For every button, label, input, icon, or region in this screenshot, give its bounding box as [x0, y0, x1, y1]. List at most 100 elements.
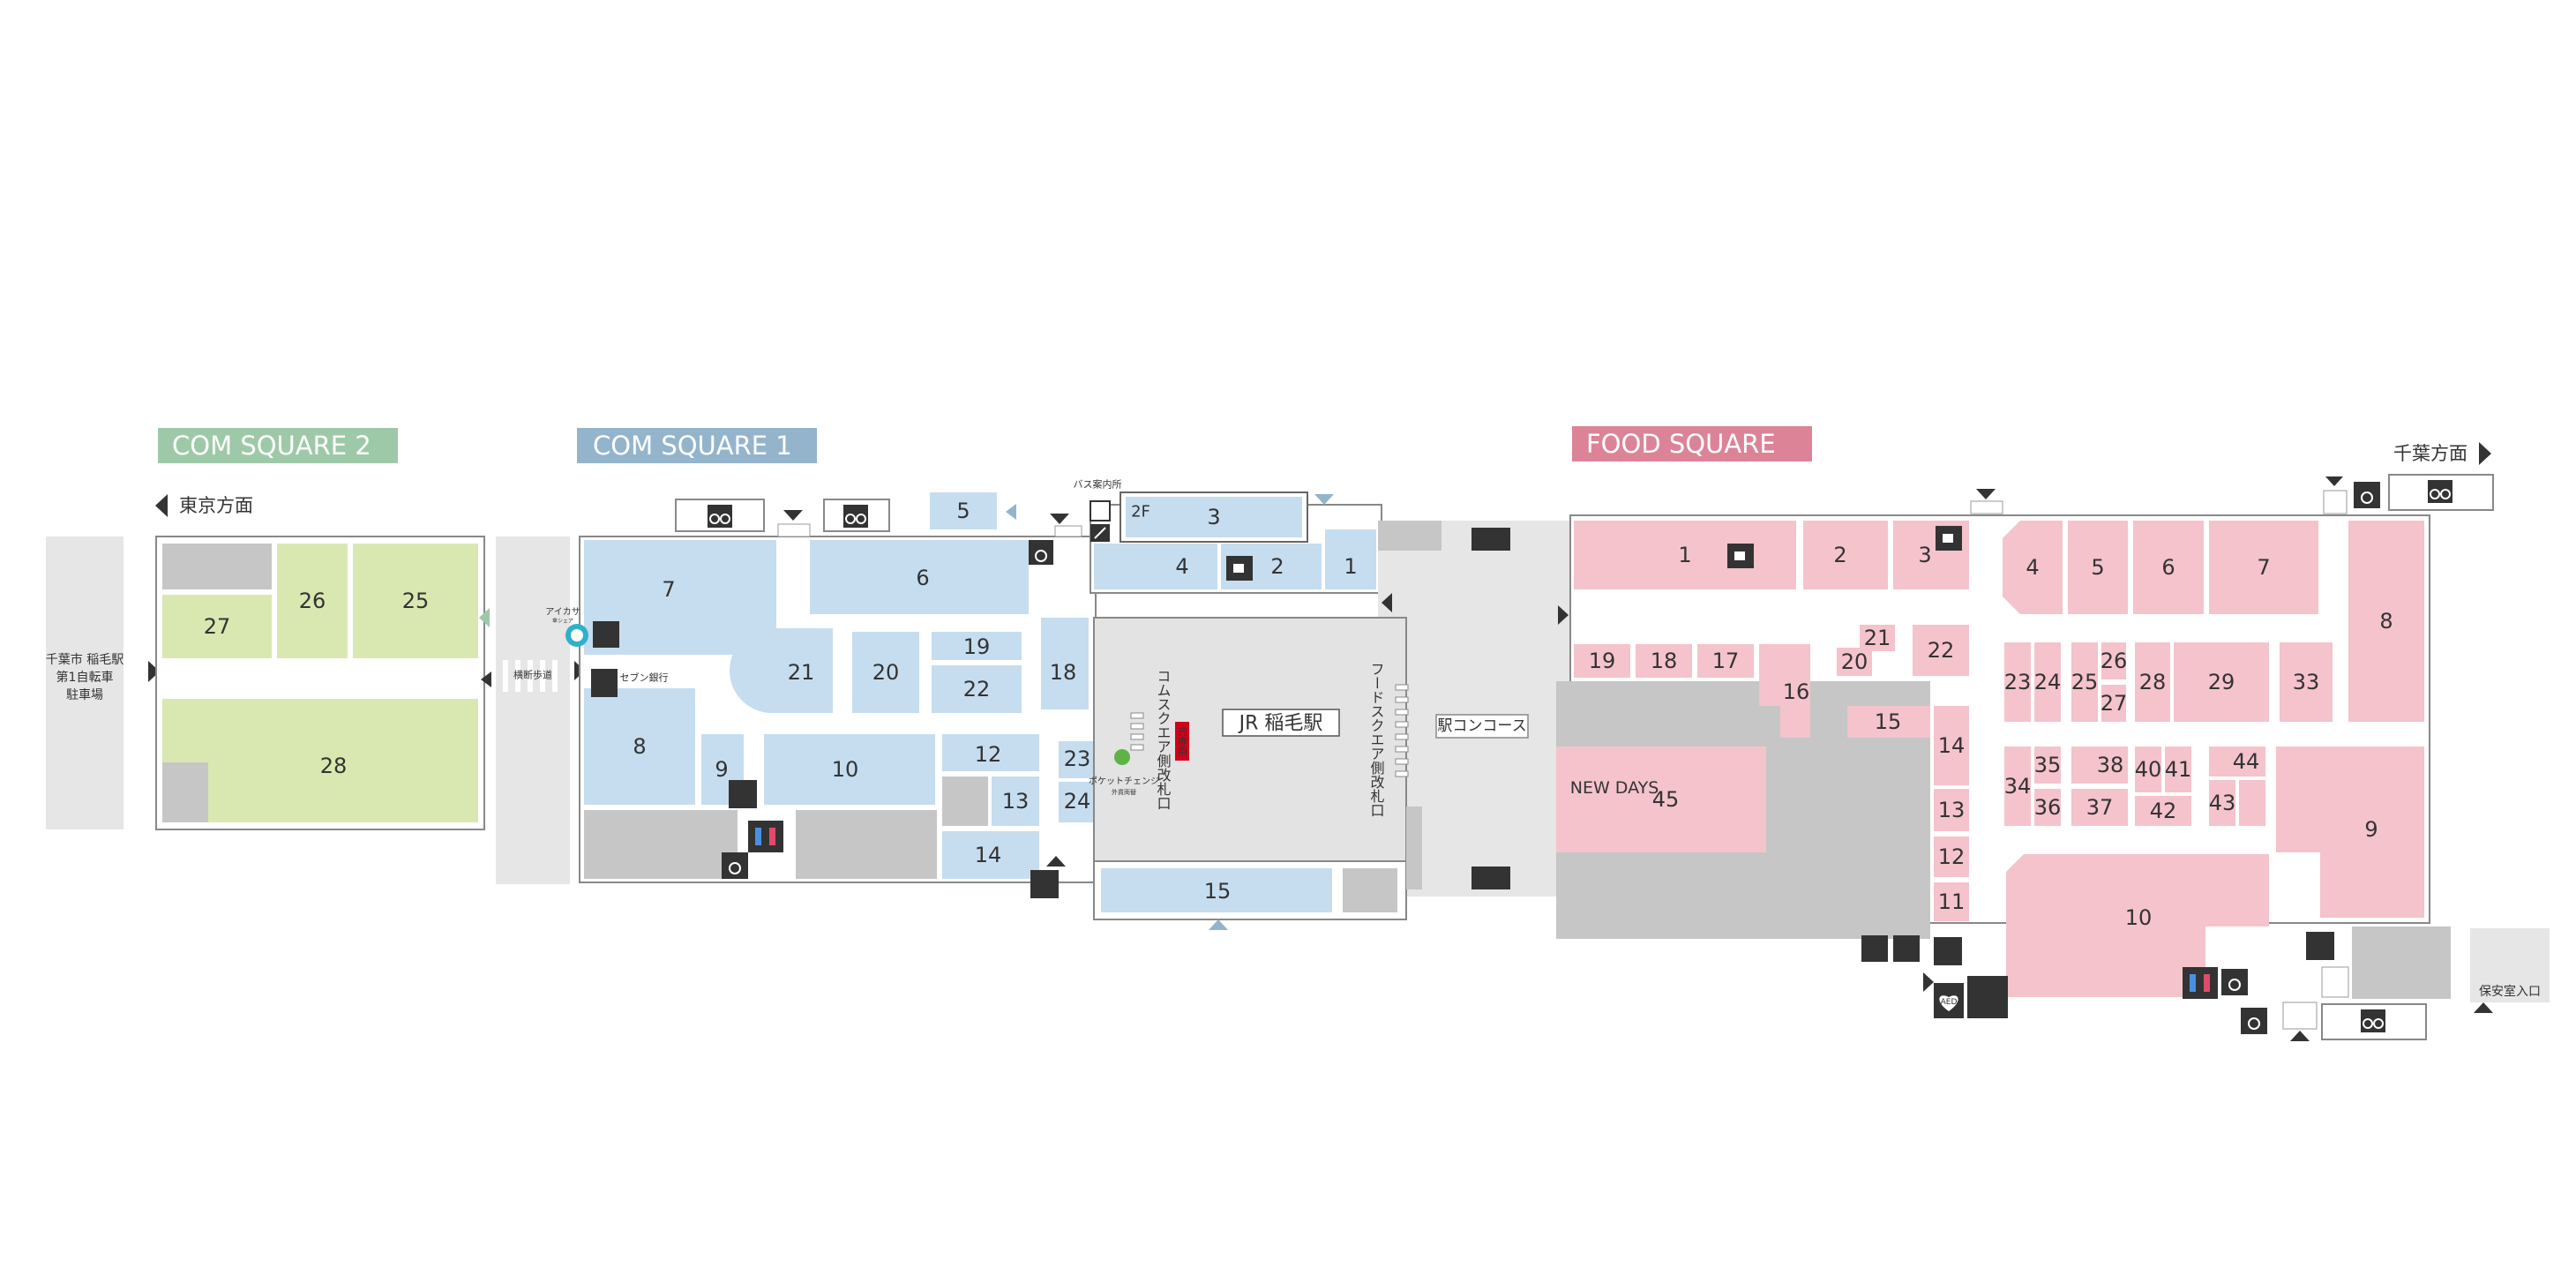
com1-shop-10[interactable]: [764, 734, 935, 805]
com1-shop-12[interactable]: [942, 734, 1039, 771]
food-shop-41[interactable]: [2165, 747, 2191, 792]
food-shop-7[interactable]: [2209, 521, 2318, 614]
food-gate: [1395, 684, 1409, 777]
food-shop-1[interactable]: [1574, 521, 1796, 589]
arrow-icon: [148, 661, 160, 682]
food-shop-15[interactable]: [1847, 706, 1930, 738]
shop-number: 37: [2086, 795, 2114, 820]
direction-tokyo-label: 東京方面: [179, 495, 253, 516]
sha-badge: [1030, 870, 1059, 898]
food-shop-33[interactable]: [2280, 642, 2333, 722]
food-shop-16[interactable]: [1759, 644, 1810, 738]
com-square-2-title-bg: [158, 428, 398, 463]
shop-number: 14: [1938, 733, 1966, 758]
food-shop-23[interactable]: [2004, 642, 2031, 722]
ic-only-badge: [1175, 722, 1189, 761]
food-shop-24[interactable]: [2034, 642, 2061, 722]
escalator-block: [2352, 927, 2451, 999]
direction-chiba-label: 千葉方面: [2393, 443, 2467, 464]
food-shop-9[interactable]: [2276, 747, 2424, 918]
shop-number: 21: [788, 660, 815, 685]
arrow-icon: [481, 672, 491, 687]
com1-shop-8[interactable]: [584, 688, 695, 805]
info-icon[interactable]: [1967, 976, 2008, 1018]
stairs-icon: [2321, 966, 2349, 998]
food-shop-19[interactable]: [1574, 644, 1630, 678]
crosswalk-stripe: [503, 660, 508, 692]
food-shop-28[interactable]: [2135, 642, 2170, 722]
food-shop-8[interactable]: [2348, 521, 2424, 722]
escalator-icon-line: [1094, 527, 1106, 539]
com1-shop-18[interactable]: [1041, 618, 1089, 709]
direction-tokyo: 東京方面: [155, 494, 253, 517]
food-shop-44[interactable]: [2209, 747, 2265, 777]
com1-shop-5[interactable]: [930, 492, 997, 529]
food-shop-27[interactable]: [2101, 685, 2126, 722]
food-shop-14[interactable]: [1934, 706, 1969, 785]
com1-shop-6[interactable]: [810, 540, 1029, 614]
food-shop-17[interactable]: [1697, 644, 1754, 678]
com1-shop-22[interactable]: [932, 665, 1022, 713]
com2-shop-25[interactable]: [353, 544, 478, 658]
food-shop-38[interactable]: [2071, 747, 2128, 784]
shop-number: 25: [402, 589, 430, 613]
shop-number: 24: [2034, 670, 2062, 694]
food-shop-43[interactable]: [2209, 780, 2235, 826]
com1-shop-23[interactable]: [1059, 741, 1096, 778]
food-shop-18[interactable]: [1636, 644, 1692, 678]
gate-bar: [1395, 746, 1409, 753]
gate-bar: [1395, 733, 1409, 740]
com1-shop-15[interactable]: [1101, 868, 1332, 912]
food-shop-2[interactable]: [1803, 521, 1888, 589]
food-shop-5[interactable]: [2068, 521, 2128, 614]
food-shop-25[interactable]: [2071, 642, 2098, 722]
food-shop-29[interactable]: [2174, 642, 2269, 722]
food-shop-6[interactable]: [2133, 521, 2204, 614]
food-shop-34[interactable]: [2004, 747, 2031, 826]
food-shop-4[interactable]: [2003, 521, 2063, 614]
shop-number: 5: [956, 499, 970, 523]
food-shop-20[interactable]: [1837, 648, 1872, 676]
shop-number: 28: [320, 754, 348, 778]
com1-shop-24[interactable]: [1059, 782, 1096, 822]
food-shop-36[interactable]: [2034, 789, 2061, 826]
food-shop-45[interactable]: [1556, 747, 1766, 852]
concourse-label: 駅コンコース: [1437, 717, 1526, 735]
food-shop-26[interactable]: [2101, 642, 2126, 679]
gate-bar: [1395, 696, 1409, 703]
gate-bar: [1395, 770, 1409, 777]
food-shop-42[interactable]: [2135, 796, 2191, 826]
food-shop-35[interactable]: [2034, 747, 2061, 784]
com2-shop-28[interactable]: [162, 699, 478, 822]
crosswalk-stripe: [515, 660, 520, 692]
shop-number: 24: [1064, 789, 1091, 814]
com1-shop-4[interactable]: [1094, 544, 1217, 589]
com2-shop-27[interactable]: [162, 595, 272, 658]
shop-number: 21: [1864, 626, 1891, 650]
shop-number: 13: [1938, 798, 1966, 822]
food-shop-12[interactable]: [1934, 837, 1969, 877]
food-shop-37[interactable]: [2071, 789, 2128, 826]
com1-shop-13[interactable]: [992, 777, 1039, 826]
food-shop-10[interactable]: [2006, 854, 2269, 997]
arrow-icon: [2474, 1002, 2493, 1013]
com1-shop-19[interactable]: [932, 632, 1022, 660]
food-shop-11[interactable]: [1934, 882, 1969, 921]
com2-shop-26[interactable]: [277, 544, 348, 658]
food-shop-21[interactable]: [1860, 625, 1895, 651]
shop-number: 40: [2135, 757, 2162, 782]
rei-badge: [1934, 937, 1962, 965]
wheelchair-icon-wheel: [2248, 1017, 2260, 1030]
wheelchair-icon-wheel: [2361, 491, 2373, 504]
food-shop-13[interactable]: [1934, 789, 1969, 831]
com1-shop-21[interactable]: [730, 628, 833, 713]
com1-shop-20[interactable]: [852, 632, 919, 713]
com1-shop-1[interactable]: [1325, 529, 1376, 589]
food-shop-22[interactable]: [1913, 625, 1969, 676]
food-square-title: FOOD SQUARE: [1572, 426, 1812, 461]
com1-shop-14[interactable]: [942, 831, 1039, 879]
food-shop-40[interactable]: [2135, 747, 2161, 792]
stairs-icon: [777, 523, 811, 537]
shop-number: 36: [2034, 795, 2062, 820]
com1-shop-3[interactable]: [1126, 497, 1302, 537]
